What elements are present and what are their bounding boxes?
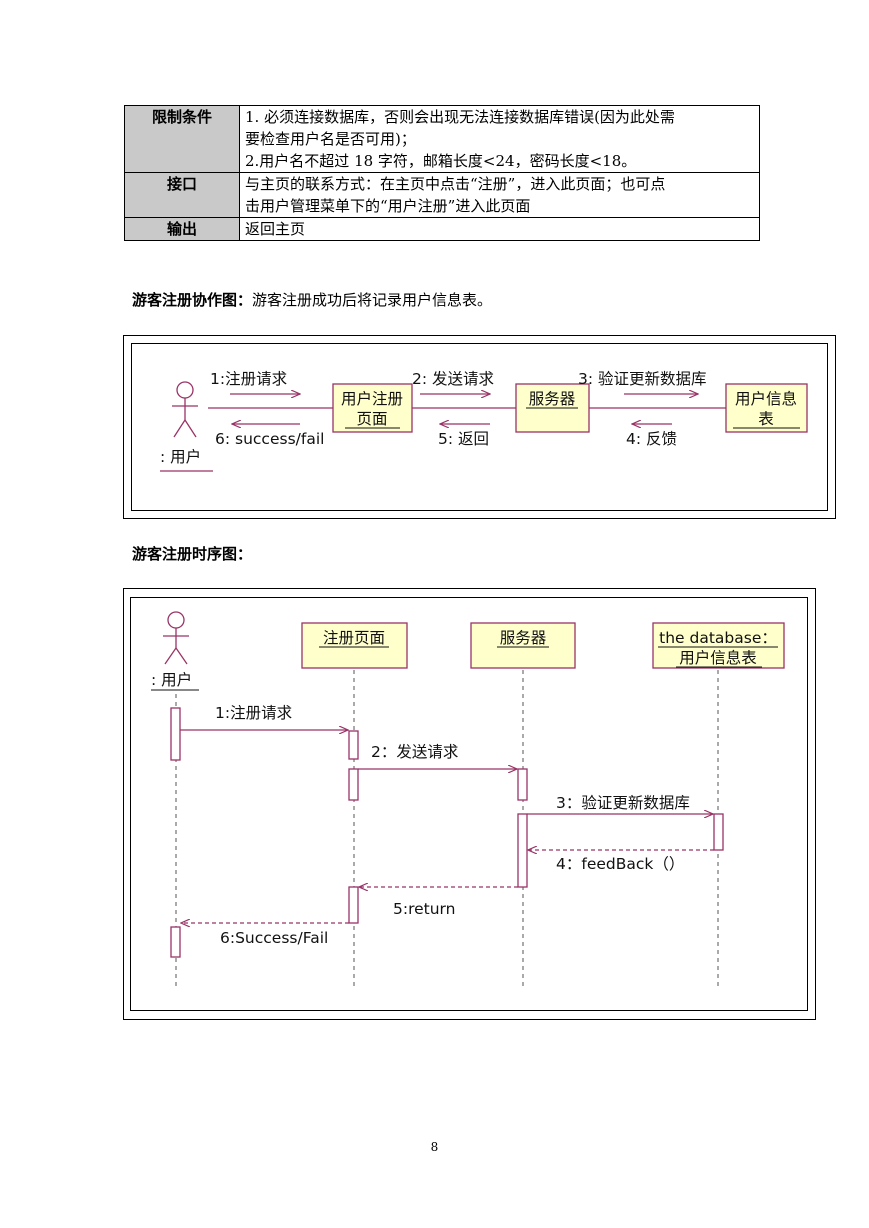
message-label: 3：验证更新数据库 [556, 794, 690, 812]
requirements-table: 限制条件 1. 必须连接数据库，否则会出现无法连接数据库错误(因为此处需 要检查… [124, 105, 760, 241]
row-label: 接口 [124, 172, 240, 218]
seq-diagram-inner-frame [130, 597, 808, 1011]
object-box [332, 383, 413, 433]
seq-caption: 游客注册时序图： [132, 544, 252, 564]
object-label: 注册页面 [323, 629, 385, 647]
actor-label: : 用户 [160, 448, 201, 466]
row-content: 1. 必须连接数据库，否则会出现无法连接数据库错误(因为此处需 要检查用户名是否… [239, 105, 760, 173]
object-label: 用户注册 [341, 390, 403, 408]
actor-label: : 用户 [151, 671, 192, 689]
collab-diagram-frame [123, 335, 836, 519]
message-label: 5:return [393, 900, 455, 918]
table-row: 输出 返回主页 [124, 217, 760, 241]
table-row: 限制条件 1. 必须连接数据库，否则会出现无法连接数据库错误(因为此处需 要检查… [124, 105, 760, 173]
message-label: 1:注册请求 [210, 370, 287, 388]
row-label: 输出 [124, 217, 240, 241]
message-label: 2：发送请求 [371, 743, 458, 761]
message-label: 6: success/fail [215, 430, 324, 448]
content-line: 与主页的联系方式：在主页中点击“注册”，进入此页面；也可点 [245, 175, 666, 193]
object-label: 表 [758, 410, 774, 428]
activation-bars [170, 707, 724, 958]
object-label: 服务器 [529, 390, 576, 408]
actor-icon [172, 381, 198, 438]
collab-diagram-inner-frame [131, 343, 828, 511]
object-box [652, 622, 785, 669]
collab-caption: 游客注册协作图：游客注册成功后将记录用户信息表。 [132, 290, 492, 310]
message-label: 6:Success/Fail [220, 929, 328, 947]
message-label: 2: 发送请求 [412, 370, 494, 388]
message-label: 1:注册请求 [215, 704, 292, 722]
table-row: 接口 与主页的联系方式：在主页中点击“注册”，进入此页面；也可点 击用户管理菜单… [124, 172, 760, 218]
object-label: 用户信息 [735, 390, 797, 408]
object-label: the database： [659, 629, 777, 647]
object-label: 服务器 [500, 629, 547, 647]
row-label: 限制条件 [124, 105, 240, 173]
page-number: 8 [430, 1140, 439, 1154]
row-content: 与主页的联系方式：在主页中点击“注册”，进入此页面；也可点 击用户管理菜单下的“… [239, 172, 760, 218]
object-box [301, 622, 408, 669]
message-label: 4：feedBack（） [556, 855, 684, 873]
content-line: 返回主页 [245, 220, 306, 238]
object-box [470, 622, 576, 669]
object-label: 用户信息表 [679, 649, 757, 667]
caption-bold: 游客注册协作图： [132, 291, 253, 309]
message-label: 3: 验证更新数据库 [578, 370, 707, 388]
caption-bold: 游客注册时序图： [132, 545, 253, 563]
content-line: 击用户管理菜单下的“用户注册”进入此页面 [245, 197, 531, 215]
seq-diagram-frame [123, 588, 816, 1020]
actor-icon [163, 611, 189, 665]
message-label: 4: 反馈 [626, 430, 677, 448]
object-box [725, 383, 808, 433]
message-label: 5: 返回 [438, 430, 489, 448]
row-content: 返回主页 [239, 217, 760, 241]
content-line: 1. 必须连接数据库，否则会出现无法连接数据库错误(因为此处需 [245, 108, 675, 126]
content-line: 要检查用户名是否可用)； [245, 130, 416, 148]
caption-text: 游客注册成功后将记录用户信息表。 [252, 291, 493, 309]
content-line: 2.用户名不超过 18 字符，邮箱长度<24，密码长度<18。 [245, 152, 637, 170]
object-label: 页面 [356, 410, 387, 428]
